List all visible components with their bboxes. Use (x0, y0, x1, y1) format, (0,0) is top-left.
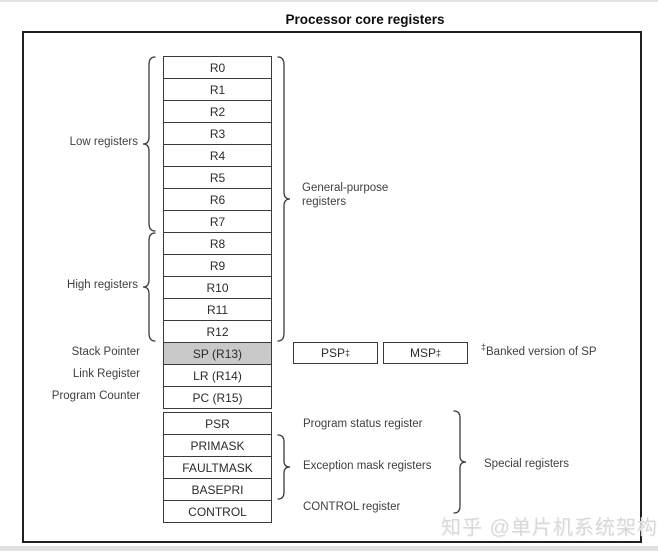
register-cell-r0: R0 (163, 56, 272, 79)
msp-box: MSP‡ (383, 342, 468, 364)
register-cell-pc: PC (R15) (163, 386, 272, 409)
register-cell-r6: R6 (163, 188, 272, 211)
high-registers-brace (142, 232, 156, 342)
special-register-stack: PSR PRIMASK FAULTMASK BASEPRI CONTROL (163, 412, 272, 523)
high-registers-label: High registers (67, 279, 138, 291)
psp-box: PSP‡ (293, 342, 378, 364)
msp-label: MSP (409, 346, 436, 360)
exception-mask-brace (277, 434, 291, 500)
register-cell-r3: R3 (163, 122, 272, 145)
special-registers-label: Special registers (484, 458, 570, 470)
exception-mask-label: Exception mask registers (303, 460, 432, 472)
low-registers-brace (142, 56, 156, 232)
register-cell-basepri: BASEPRI (163, 478, 272, 501)
register-cell-lr: LR (R14) (163, 364, 272, 387)
program-counter-label: Program Counter (51, 390, 140, 402)
special-registers-brace (453, 410, 467, 514)
register-cell-r9: R9 (163, 254, 272, 277)
psp-label: PSP (320, 346, 345, 360)
register-cell-r4: R4 (163, 144, 272, 167)
figure-border (22, 31, 642, 543)
register-cell-r11: R11 (163, 298, 272, 321)
register-cell-faultmask: FAULTMASK (163, 456, 272, 479)
low-registers-label: Low registers (69, 136, 138, 148)
core-register-stack: R0 R1 R2 R3 R4 R5 R6 R7 R8 R9 R10 R11 R1… (163, 56, 272, 409)
stack-pointer-label: Stack Pointer (71, 346, 140, 358)
register-cell-r5: R5 (163, 166, 272, 189)
register-cell-primask: PRIMASK (163, 434, 272, 457)
watermark-text: 知乎 @单片机系统架构 (441, 517, 658, 539)
bottom-edge-strip (0, 546, 658, 551)
footnote-dagger-marker: ‡ (481, 342, 487, 353)
figure-title: Processor core registers (285, 12, 445, 27)
register-cell-r8: R8 (163, 232, 272, 255)
control-register-label: CONTROL register (303, 501, 401, 513)
footnote-text: Banked version of SP (486, 346, 597, 358)
top-edge-strip (0, 0, 658, 2)
register-cell-r1: R1 (163, 78, 272, 101)
program-status-label: Program status register (303, 418, 423, 430)
general-purpose-label: General-purpose registers (302, 182, 389, 208)
register-cell-r10: R10 (163, 276, 272, 299)
link-register-label: Link Register (72, 368, 140, 380)
register-cell-r7: R7 (163, 210, 272, 233)
register-cell-psr: PSR (163, 412, 272, 435)
register-cell-r12: R12 (163, 320, 272, 343)
general-purpose-brace (277, 56, 291, 342)
register-cell-control: CONTROL (163, 500, 272, 523)
register-cell-sp: SP (R13) (163, 342, 272, 365)
banked-footnote: ‡Banked version of SP (481, 342, 597, 359)
register-cell-r2: R2 (163, 100, 272, 123)
